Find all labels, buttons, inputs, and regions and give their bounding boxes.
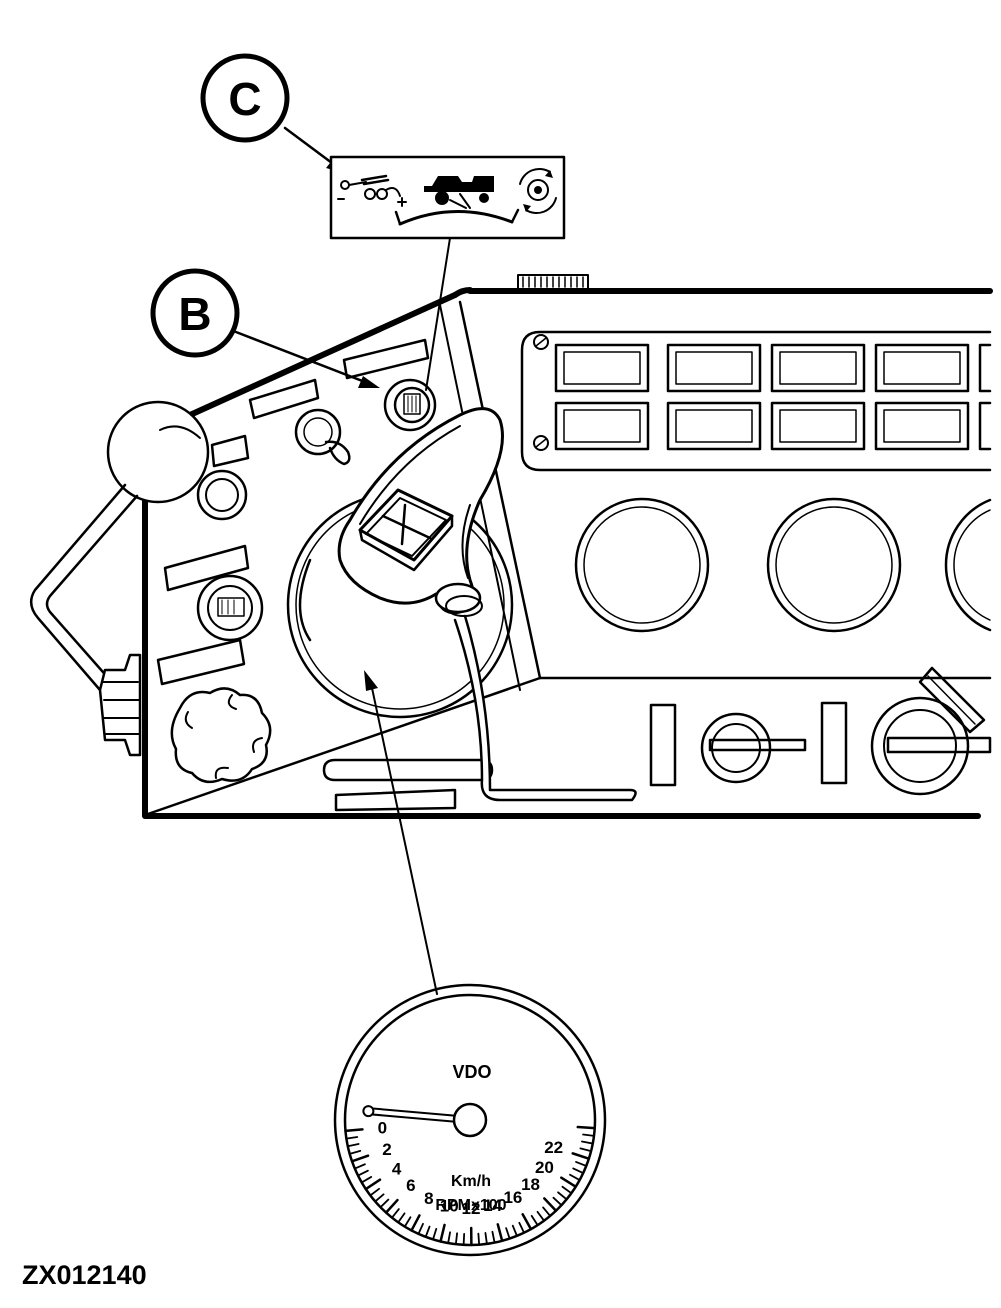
gauge-needle-tip	[362, 1105, 375, 1118]
gauge-major-tick	[571, 1152, 591, 1160]
gauge-unit-rpm: RPMx100	[435, 1197, 506, 1214]
gauge-minor-tick	[397, 1212, 406, 1224]
gauge-major-tick	[344, 1128, 364, 1133]
gauge-scale-label: 20	[535, 1158, 554, 1177]
gauge-major-tick	[350, 1154, 370, 1163]
gauge-minor-tick	[345, 1136, 359, 1140]
gauge-minor-tick	[379, 1198, 390, 1209]
callout-b-label: B	[178, 288, 211, 340]
lower-switches	[649, 666, 992, 796]
gauge-minor-tick	[447, 1231, 451, 1244]
gauge-minor-tick	[424, 1225, 431, 1238]
gauge-major-tick	[560, 1176, 577, 1188]
gauge-scale-label: 2	[382, 1140, 391, 1159]
combine-icon	[424, 176, 494, 209]
gauge-scale-label: 8	[424, 1189, 433, 1208]
rotor-icon	[519, 167, 557, 215]
gauge-minor-tick	[552, 1196, 563, 1207]
gauge-major-tick	[364, 1178, 382, 1191]
gauge-minor-tick	[491, 1230, 496, 1244]
gauge-minor-tick	[484, 1232, 488, 1245]
gauge-hub	[452, 1102, 488, 1138]
gauge-minor-tick	[536, 1210, 545, 1222]
gauge-minor-tick	[346, 1143, 360, 1148]
multifunction-lever	[286, 407, 637, 802]
warning-lamp-panel	[520, 330, 992, 472]
warning-lamp-row-2	[554, 401, 992, 451]
gauge-minor-tick	[357, 1169, 369, 1177]
gauge-scale-label: 12	[462, 1199, 481, 1218]
gauge-scale-label: 14	[483, 1196, 502, 1215]
gauge-scale-label: 22	[544, 1138, 563, 1157]
tachometer-leader	[364, 670, 438, 995]
gauge-scale-label: 0	[378, 1119, 387, 1138]
gauge-minor-tick	[581, 1140, 594, 1145]
gauge-scale-label: 4	[392, 1160, 402, 1179]
gauge-minor-tick	[403, 1216, 412, 1228]
gauge-minor-tick	[391, 1208, 400, 1219]
gauge-minor-tick	[557, 1191, 568, 1201]
gauge-minor-tick	[432, 1227, 438, 1241]
gauge-major-tick	[439, 1223, 446, 1243]
gauge-minor-tick	[518, 1221, 525, 1234]
gauge-minor-tick	[572, 1167, 585, 1174]
gauge-minor-tick	[561, 1185, 573, 1195]
side-console	[142, 287, 992, 818]
dash-gauges	[574, 497, 992, 633]
gauge-scale-label: 6	[406, 1176, 415, 1195]
side-handle	[29, 400, 210, 757]
range-arc	[398, 210, 514, 226]
gauge-minor-tick	[569, 1173, 581, 1181]
gauge-minor-tick	[462, 1232, 466, 1246]
instrument-panel	[142, 274, 993, 819]
gauge-major-tick	[543, 1197, 558, 1212]
gauge-minor-tick	[353, 1163, 366, 1170]
figure-id: ZX012140	[22, 1260, 147, 1290]
warning-lamp-row-1	[554, 343, 992, 393]
gauge-minor-tick	[360, 1176, 373, 1184]
gauge-minor-tick	[542, 1206, 552, 1217]
gauge-major-tick	[384, 1198, 399, 1214]
side-console-controls	[156, 338, 494, 812]
function-symbol-decal	[329, 155, 566, 391]
gauge-scale-label: 16	[503, 1188, 522, 1207]
gauge-major-tick	[521, 1213, 533, 1231]
gauge-minor-tick	[348, 1149, 362, 1155]
gauge-minor-tick	[417, 1222, 424, 1235]
gauge-minor-tick	[582, 1133, 595, 1137]
callout-c: C	[200, 53, 348, 174]
gauge-minor-tick	[505, 1227, 511, 1240]
gauge-minor-tick	[477, 1232, 481, 1246]
gauge-minor-tick	[530, 1214, 539, 1227]
gauge-unit-speed: Km/h	[451, 1173, 491, 1190]
knob-b	[383, 378, 437, 432]
callout-c-label: C	[228, 73, 261, 125]
gauge-minor-tick	[575, 1161, 588, 1167]
gauge-scale-label: 18	[521, 1175, 540, 1194]
gauge-major-tick	[576, 1125, 596, 1130]
gauge-brand: VDO	[452, 1062, 491, 1082]
gauge-tick-marks	[344, 1125, 596, 1247]
gauge-minor-tick	[374, 1193, 385, 1203]
gauge-minor-tick	[579, 1147, 592, 1153]
callout-b: B	[150, 268, 380, 388]
gauge-scale-label: 10	[440, 1197, 459, 1216]
gauge-minor-tick	[454, 1232, 458, 1246]
gauge-major-tick	[410, 1214, 421, 1232]
reel-speed-icon	[337, 174, 407, 207]
gauge-minor-tick	[369, 1187, 380, 1197]
gauge-major-tick	[496, 1223, 504, 1243]
gauge-minor-tick	[511, 1224, 518, 1237]
